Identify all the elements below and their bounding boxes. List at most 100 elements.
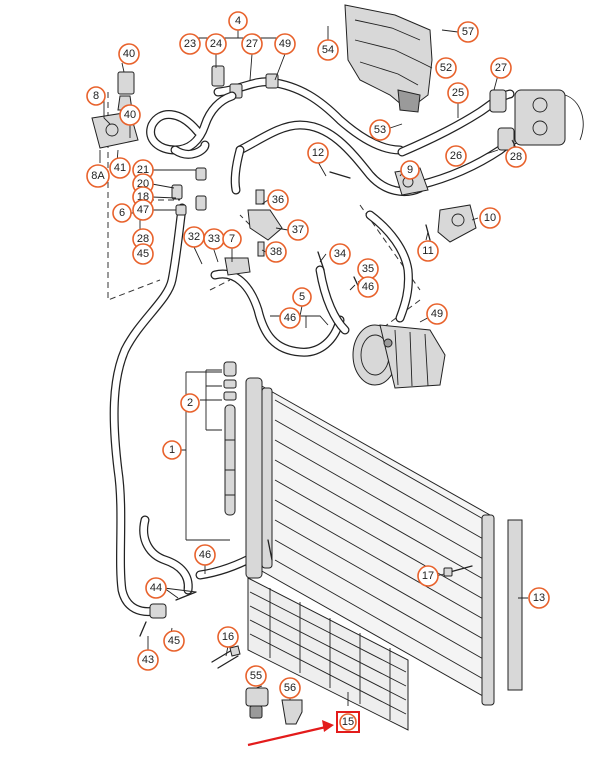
callout-17: 17 [417, 565, 439, 587]
pipe-connector-10 [437, 204, 477, 243]
callout-46-lower: 46 [194, 544, 216, 566]
svg-text:6: 6 [119, 207, 125, 219]
svg-text:28: 28 [510, 151, 522, 163]
svg-text:26: 26 [450, 150, 462, 162]
svg-text:10: 10 [484, 212, 496, 224]
callout-26: 26 [445, 145, 467, 167]
svg-text:35: 35 [362, 263, 374, 275]
svg-text:17: 17 [422, 570, 434, 582]
svg-text:55: 55 [250, 670, 262, 682]
svg-text:33: 33 [208, 233, 220, 245]
callout-28-right: 28 [505, 146, 527, 168]
callout-46-left: 46 [279, 307, 301, 329]
callout-16: 16 [217, 626, 239, 648]
svg-text:44: 44 [150, 582, 162, 594]
svg-text:34: 34 [334, 248, 346, 260]
callout-41: 41 [109, 157, 131, 179]
svg-text:2: 2 [187, 397, 193, 409]
callout-1: 1 [162, 440, 182, 460]
dashed-group-outline-left [107, 92, 161, 301]
svg-text:45: 45 [168, 635, 180, 647]
svg-text:52: 52 [440, 62, 452, 74]
callout-10: 10 [479, 207, 501, 229]
highlighted-callout-15: 15 [336, 692, 360, 733]
refrigerant-hose-49 [146, 91, 237, 159]
svg-text:27: 27 [246, 38, 258, 50]
callout-11: 11 [417, 240, 439, 262]
red-pointer-arrow [247, 720, 334, 747]
callout-32: 32 [183, 226, 205, 248]
callout-25: 25 [447, 82, 469, 104]
svg-text:43: 43 [142, 654, 154, 666]
svg-text:54: 54 [322, 44, 334, 56]
callout-47-top: 47 [132, 199, 154, 221]
callout-36: 36 [267, 189, 289, 211]
svg-text:46: 46 [199, 549, 211, 561]
callout-13: 13 [528, 587, 550, 609]
callout-24: 24 [205, 33, 227, 55]
callout-37: 37 [287, 219, 309, 241]
callout-27: 27 [241, 33, 263, 55]
callout-57: 57 [457, 21, 479, 43]
callout-8A: 8A [86, 164, 110, 188]
svg-text:40: 40 [123, 48, 135, 60]
clamp-27 [489, 89, 515, 151]
callout-7: 7 [222, 229, 242, 249]
bolt-17 [443, 565, 473, 577]
svg-text:38: 38 [270, 246, 282, 258]
bracket-36-37 [224, 189, 283, 276]
callout-33: 33 [203, 228, 225, 250]
svg-text:21: 21 [137, 164, 149, 176]
callout-56: 56 [279, 677, 301, 699]
callout-55: 55 [245, 665, 267, 687]
callout-9: 9 [400, 160, 420, 180]
callout-34: 34 [329, 243, 351, 265]
callout-54: 54 [317, 39, 339, 61]
svg-text:25: 25 [452, 87, 464, 99]
callout-12: 12 [307, 142, 329, 164]
pipe-union-43 [139, 539, 273, 637]
callout-45-lower: 45 [163, 630, 185, 652]
callout-6: 6 [112, 203, 132, 223]
callout-43: 43 [137, 649, 159, 671]
callout-2: 2 [180, 393, 200, 413]
compressor-heat-shield [344, 4, 433, 113]
pressure-switch-55 [245, 687, 269, 719]
bracket-16 [211, 645, 241, 669]
callout-28-left: 28 [132, 228, 154, 250]
callout-5: 5 [292, 287, 312, 307]
callout-38: 38 [265, 241, 287, 263]
svg-text:4: 4 [235, 15, 241, 27]
callout-4: 4 [228, 11, 248, 31]
callout-46-mid: 46 [357, 276, 379, 298]
svg-text:53: 53 [374, 124, 386, 136]
svg-text:23: 23 [184, 38, 196, 50]
svg-text:49: 49 [279, 38, 291, 50]
callout-27-right: 27 [490, 57, 512, 79]
svg-text:27: 27 [495, 62, 507, 74]
svg-text:47: 47 [137, 204, 149, 216]
svg-text:32: 32 [188, 231, 200, 243]
refrigerant-pipe-12 [230, 120, 425, 196]
svg-text:8A: 8A [91, 170, 105, 182]
callout-49: 49 [274, 33, 296, 55]
condenser [245, 377, 495, 706]
svg-text:37: 37 [292, 224, 304, 236]
service-valve-fittings [171, 65, 225, 216]
callout-labels: 4 23 24 27 49 54 57 52 40 40 8 8A 41 25 … [86, 11, 550, 699]
svg-text:1: 1 [169, 444, 175, 456]
svg-text:28: 28 [137, 233, 149, 245]
svg-text:49: 49 [431, 308, 443, 320]
receiver-drier-cartridge [223, 361, 237, 516]
callout-40-top: 40 [118, 43, 140, 65]
svg-text:41: 41 [114, 162, 126, 174]
callout-40-lower: 40 [119, 104, 141, 126]
ac-compressor [352, 324, 446, 389]
callout-44: 44 [145, 577, 167, 599]
callout-52: 52 [435, 57, 457, 79]
svg-text:13: 13 [533, 592, 545, 604]
refrigerant-hose-compressor-feed [365, 210, 413, 323]
svg-text:46: 46 [284, 312, 296, 324]
svg-text:12: 12 [312, 147, 324, 159]
